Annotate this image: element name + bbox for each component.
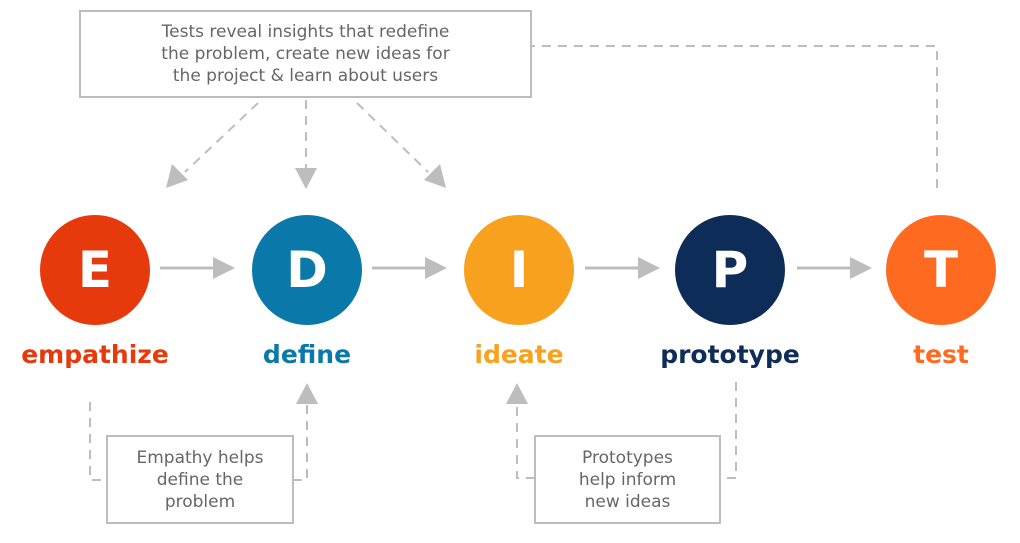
stage-label-empathize: empathize — [21, 340, 169, 369]
dashed-arrow-to-ideate — [356, 102, 446, 188]
arrow-d-to-i — [372, 257, 447, 279]
stage-letter-d: D — [286, 241, 328, 299]
stage-label-test: test — [913, 340, 969, 369]
arrow-p-to-t — [797, 257, 872, 279]
empathy-note-text: Empathy helps define the problem — [136, 447, 264, 512]
prototypes-note-text: Prototypes help inform new ideas — [578, 447, 677, 512]
stage-circle-test: T — [886, 215, 996, 325]
dashed-arrow-to-define — [295, 100, 317, 189]
stage-letter-t: T — [923, 241, 959, 299]
top-insight-note-text: Tests reveal insights that redefine the … — [161, 22, 450, 86]
prototypes-note: Prototypes help inform new ideas — [534, 435, 721, 524]
top-insight-note: Tests reveal insights that redefine the … — [79, 10, 532, 98]
arrow-e-to-d — [160, 257, 235, 279]
feedback-loop-test-to-note — [532, 45, 938, 188]
stage-circle-define: D — [252, 215, 362, 325]
dashed-arrow-empathy-to-define — [89, 383, 318, 481]
dashed-arrow-prototype-to-ideate — [506, 382, 737, 479]
arrow-i-to-p — [585, 257, 660, 279]
stage-letter-i: I — [509, 241, 529, 299]
stage-letter-e: E — [77, 241, 113, 299]
stage-circle-ideate: I — [464, 215, 574, 325]
stage-letter-p: P — [711, 241, 749, 299]
stage-circle-empathize: E — [40, 215, 150, 325]
stage-label-define: define — [262, 340, 352, 369]
stage-label-prototype: prototype — [660, 340, 800, 369]
stage-circle-prototype: P — [675, 215, 785, 325]
dashed-arrow-to-empathize — [166, 102, 259, 188]
stage-label-ideate: ideate — [474, 340, 564, 369]
empathy-note: Empathy helps define the problem — [106, 435, 294, 524]
